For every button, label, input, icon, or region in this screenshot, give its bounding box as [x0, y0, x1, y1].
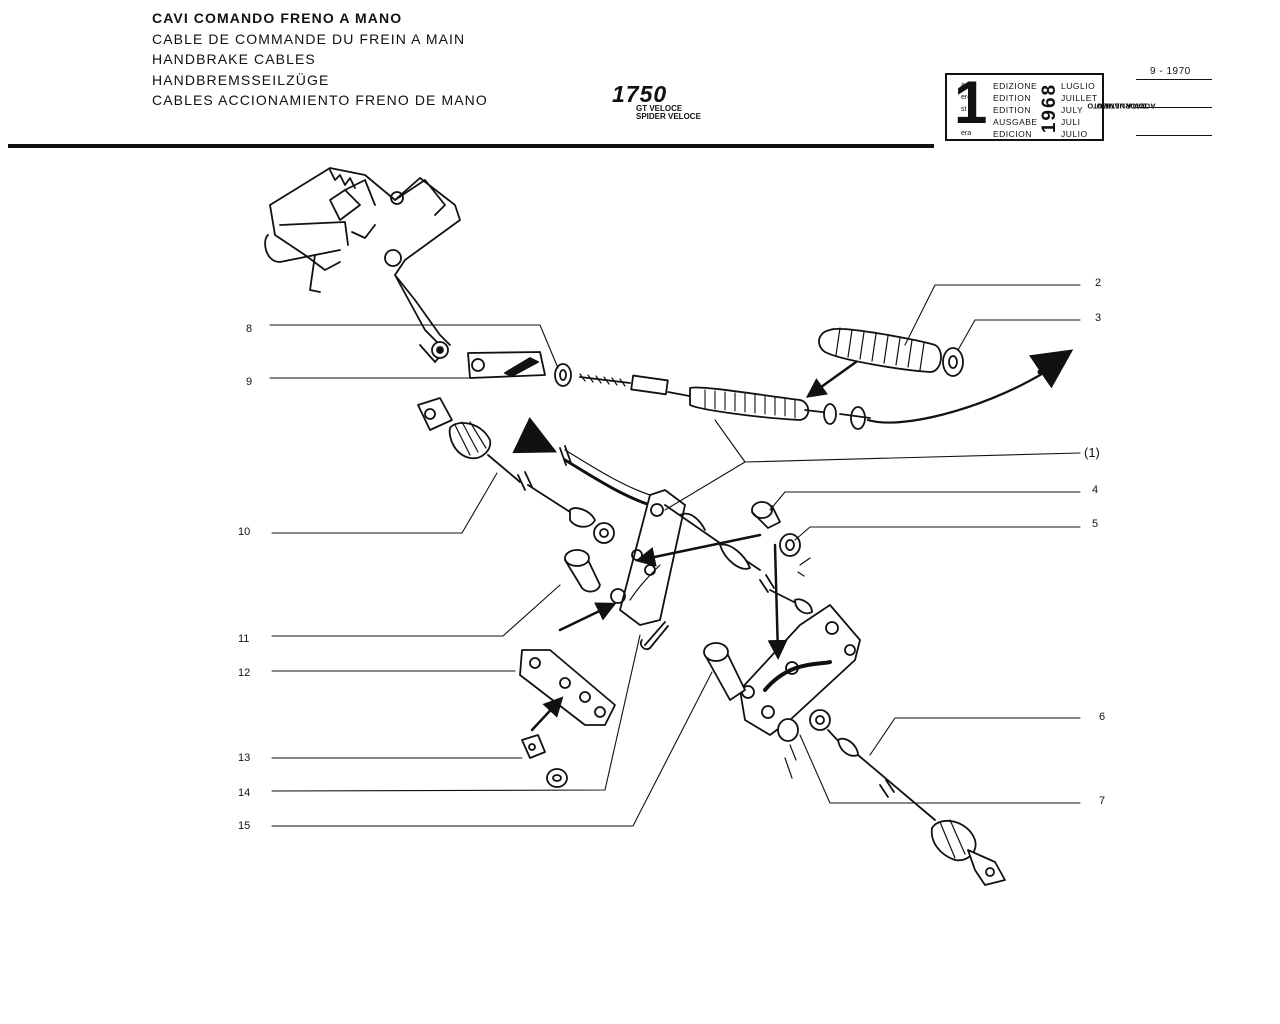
callout-13: 13 [238, 752, 251, 764]
leader-lines [269, 284, 1081, 827]
edition-box: 1 a ere st . era EDIZIONE EDITION EDITIO… [945, 69, 1104, 141]
part-4-pin [751, 501, 781, 529]
part-2-boot [818, 327, 942, 373]
callout-8: 8 [246, 323, 253, 335]
edition-label: EDITION [993, 105, 1031, 115]
update-line [1136, 107, 1212, 108]
title-english: HANDBRAKE CABLES [152, 51, 316, 67]
split-pin-center [639, 621, 669, 651]
right-cable [809, 709, 1006, 886]
callout-15: 15 [238, 820, 251, 832]
edition-month: JULY [1061, 105, 1084, 115]
edition-suffix: era [961, 130, 972, 137]
update-line [1136, 135, 1212, 136]
last-update-date: 9 - 1970 [1150, 66, 1191, 77]
callout-2: 2 [1095, 277, 1102, 289]
edition-suffix: ere [961, 94, 972, 101]
callout-5: 5 [1092, 518, 1099, 530]
part-9-link-plate [467, 351, 546, 379]
edition-label: AUSGABE [993, 117, 1038, 127]
edition-month: LUGLIO [1061, 81, 1096, 91]
callout-14: 14 [238, 787, 251, 799]
callout-10: 10 [238, 526, 251, 538]
callout-7: 7 [1099, 795, 1106, 807]
update-line [1136, 79, 1212, 80]
edition-label: EDITION [993, 93, 1031, 103]
part-14-nut [546, 768, 568, 788]
edition-suffix: st [961, 106, 967, 113]
edition-label: EDIZIONE [993, 81, 1038, 91]
title-italian: CAVI COMANDO FRENO A MANO [152, 10, 403, 26]
main-cable-front [579, 360, 1062, 430]
part-11-pin [564, 549, 601, 593]
edition-labels: EDIZIONE EDITION EDITION AUSGABE EDICION [993, 80, 1038, 140]
model-logo: 1750 GT VELOCE SPIDER VELOCE [612, 83, 702, 121]
variant-gt-veloce: GT VELOCE [636, 104, 683, 113]
right-bracket [703, 604, 861, 779]
header-rule [8, 144, 934, 148]
part-13-washer [521, 734, 546, 759]
edition-month: JUILLET [1061, 93, 1098, 103]
part-3-nut [942, 347, 964, 377]
callout-9: 9 [246, 376, 253, 388]
edition-suffix: a [961, 82, 965, 89]
callout-3: 3 [1095, 312, 1102, 324]
model-number: 1750 [612, 81, 668, 107]
edition-month: JULI [1061, 117, 1081, 127]
edition-month: JULIO [1061, 129, 1088, 139]
title-spanish: CABLES ACCIONAMIENTO FRENO DE MANO [152, 92, 488, 108]
direction-arrows [512, 349, 1074, 732]
callout-11: 11 [238, 633, 250, 645]
callout-6: 6 [1099, 711, 1106, 723]
left-cable [417, 397, 615, 544]
part-12-plate [519, 649, 616, 726]
callout-12: 12 [238, 667, 251, 679]
edition-number: 1 [954, 69, 988, 136]
part-8-nut [554, 363, 572, 387]
variant-spider-veloce: SPIDER VELOCE [636, 112, 701, 121]
callout-1: (1) [1084, 445, 1100, 460]
title-french: CABLE DE COMMANDE DU FREIN A MAIN [152, 30, 466, 47]
title-german: HANDBREMSSEILZÜGE [152, 71, 330, 88]
title-block: CAVI COMANDO FRENO A MANO CABLE DE COMMA… [152, 8, 488, 111]
edition-months: LUGLIO JUILLET JULY JULI JULIO [1061, 80, 1098, 140]
edition-label: EDICION [993, 129, 1032, 139]
edition-suffix: . [961, 118, 963, 125]
callout-4: 4 [1092, 484, 1099, 496]
handbrake-lever-drawing [264, 167, 461, 363]
